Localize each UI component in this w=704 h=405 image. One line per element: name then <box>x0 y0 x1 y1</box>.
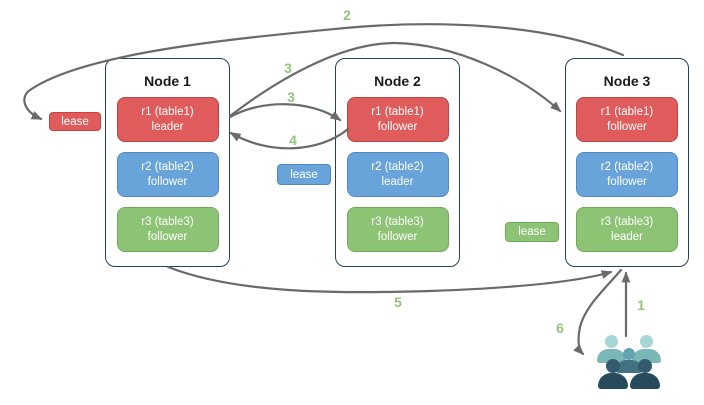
node-1-title: Node 1 <box>144 73 191 89</box>
node-3-replica-r1: r1 (table1) follower <box>576 97 678 142</box>
node-2-replica-r3: r3 (table3) follower <box>346 207 449 252</box>
user-icon <box>596 332 662 392</box>
node-3-box: Node 3 r1 (table1) follower r2 (table2) … <box>565 58 689 267</box>
replica-range: r1 (table1) <box>371 105 424 118</box>
replica-range: r1 (table1) <box>600 105 654 118</box>
user-icon <box>596 332 662 392</box>
lease-badge-r2: lease <box>277 164 331 185</box>
user-icon <box>596 332 662 392</box>
node-2-box: Node 2 r1 (table1) follower r2 (table2) … <box>335 58 460 267</box>
arrow-step-5-node1-to-node3 <box>166 265 613 294</box>
step-label-3a: 3 <box>284 60 292 76</box>
lease-badge-r1: lease <box>49 112 101 131</box>
step-label-6: 6 <box>556 320 564 336</box>
replica-role: leader <box>611 230 643 243</box>
user-group-icon <box>596 332 662 392</box>
node-3-replica-r2: r2 (table2) follower <box>576 152 678 197</box>
node-1-replica-r2: r2 (table2) follower <box>116 152 219 197</box>
step-label-5: 5 <box>394 294 402 310</box>
step-label-4: 4 <box>289 132 297 148</box>
node-2-title: Node 2 <box>374 73 421 89</box>
node-1-replica-r1: r1 (table1) leader <box>116 97 219 142</box>
replica-range: r3 (table3) <box>141 215 194 228</box>
lease-badge-r3: lease <box>505 222 559 242</box>
node-3-title: Node 3 <box>603 73 651 89</box>
user-icon <box>596 332 662 392</box>
node-2-replicas: r1 (table1) follower r2 (table2) leader … <box>336 97 459 252</box>
replica-range: r3 (table3) <box>600 215 654 228</box>
replica-role: follower <box>607 175 647 188</box>
node-2-replica-r2: r2 (table2) leader <box>346 152 449 197</box>
node-2-replica-r1: r1 (table1) follower <box>346 97 449 142</box>
replica-range: r2 (table2) <box>371 160 424 173</box>
node-1-replicas: r1 (table1) leader r2 (table2) follower … <box>106 97 229 252</box>
replica-role: follower <box>607 120 647 133</box>
node-1-box: Node 1 r1 (table1) leader r2 (table2) fo… <box>105 58 230 267</box>
replica-range: r1 (table1) <box>141 105 194 118</box>
node-3-replica-r3: r3 (table3) leader <box>576 207 678 252</box>
replica-role: leader <box>381 175 414 188</box>
replica-role: leader <box>151 120 184 133</box>
step-label-1: 1 <box>637 297 645 313</box>
node-1-replica-r3: r3 (table3) follower <box>116 207 219 252</box>
user-icon <box>596 332 662 392</box>
arrow-step-3-leader-to-node2 <box>228 103 342 122</box>
replica-range: r2 (table2) <box>141 160 194 173</box>
node-3-replicas: r1 (table1) follower r2 (table2) followe… <box>566 97 688 252</box>
step-label-2: 2 <box>343 7 351 23</box>
replica-range: r2 (table2) <box>600 160 654 173</box>
replica-range: r3 (table3) <box>371 215 424 228</box>
step-label-3b: 3 <box>287 89 295 105</box>
replica-role: follower <box>147 230 188 243</box>
replica-role: follower <box>377 120 418 133</box>
replica-role: follower <box>377 230 418 243</box>
replica-role: follower <box>147 175 188 188</box>
